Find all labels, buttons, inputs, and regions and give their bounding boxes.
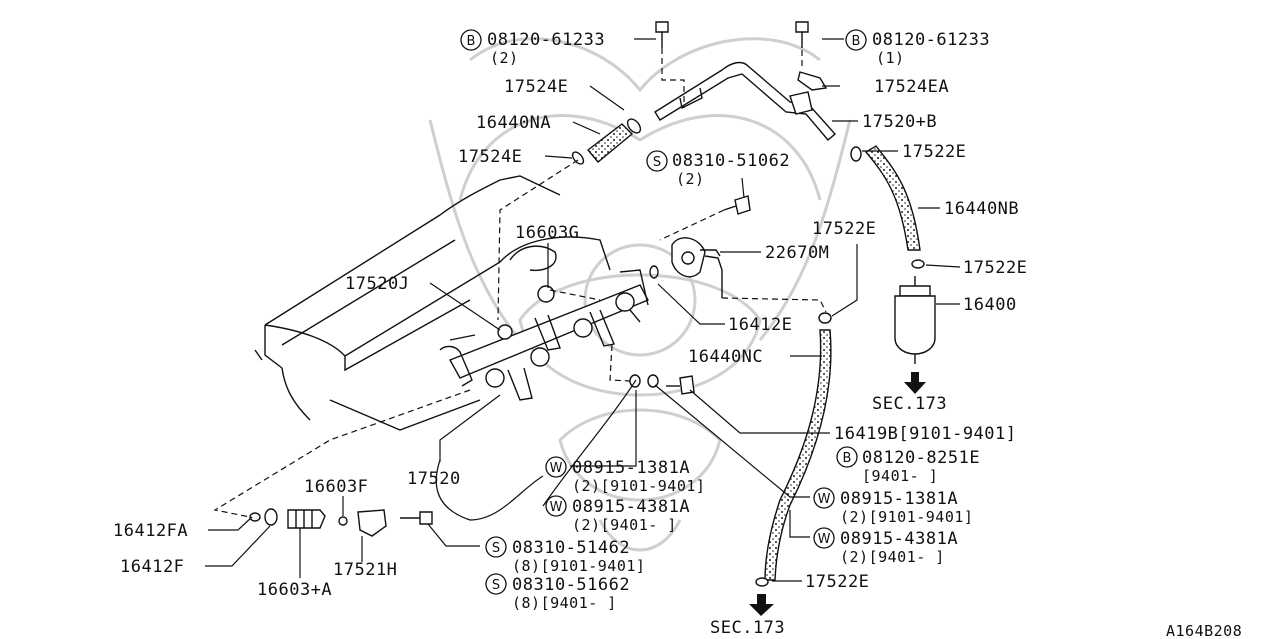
screw-marker-1: S <box>646 150 668 172</box>
hose-16440NA <box>571 118 642 165</box>
label-17524E-top: 17524E <box>504 77 568 97</box>
label-b2: 08120-61233 <box>872 30 990 50</box>
label-16419B: 16419B[9101-9401] <box>834 424 1017 444</box>
svg-text:W: W <box>550 461 563 476</box>
svg-text:S: S <box>653 155 661 170</box>
label-17522E-a: 17522E <box>902 142 966 162</box>
washer-marker-2: W <box>545 495 567 517</box>
label-s2-range: (8)[9101-9401] <box>512 557 645 575</box>
svg-text:W: W <box>818 532 831 547</box>
label-w2-range: (2)[9401- ] <box>572 516 677 534</box>
fuel-filter <box>894 276 936 394</box>
label-17521H: 17521H <box>333 560 397 580</box>
label-16412E: 16412E <box>728 315 792 335</box>
label-17520B: 17520+B <box>862 112 937 132</box>
svg-text:W: W <box>818 492 831 507</box>
svg-text:B: B <box>852 34 861 49</box>
label-b2-qty: (1) <box>876 49 905 67</box>
washer-marker-1: W <box>545 456 567 478</box>
label-16440NB: 16440NB <box>944 199 1019 219</box>
washer-marker-4: W <box>813 527 835 549</box>
pressure-regulator <box>649 237 723 298</box>
label-w1-range: (2)[9101-9401] <box>572 477 705 495</box>
svg-text:B: B <box>843 451 852 466</box>
label-sec173-b: SEC.173 <box>710 618 785 638</box>
label-s2: 08310-51462 <box>512 538 630 558</box>
fuel-feed-pipe <box>654 61 836 141</box>
label-s3-range: (8)[9401- ] <box>512 594 617 612</box>
label-17524E-mid: 17524E <box>458 147 522 167</box>
label-b3: 08120-8251E <box>862 448 980 468</box>
engine-head-outline <box>254 175 611 431</box>
label-sec173-a: SEC.173 <box>872 394 947 414</box>
svg-text:W: W <box>550 500 563 515</box>
label-s1-qty: (2) <box>676 170 705 188</box>
label-16603F: 16603F <box>304 477 368 497</box>
label-17522E-d: 17522E <box>805 572 869 592</box>
label-22670M: 22670M <box>765 243 829 263</box>
label-16603G: 16603G <box>515 223 579 243</box>
svg-text:S: S <box>492 578 500 593</box>
dashed-guides <box>213 48 827 518</box>
bolt-marker-2: B <box>845 29 867 51</box>
label-b3-range: [9401- ] <box>862 467 938 485</box>
label-16412F: 16412F <box>120 557 184 577</box>
bolt-marker-3: B <box>836 446 858 468</box>
washer-marker-3: W <box>813 487 835 509</box>
label-16412FA: 16412FA <box>113 521 188 541</box>
small-fasteners <box>629 21 809 395</box>
fuel-rail-assembly <box>439 269 649 401</box>
label-w4-range: (2)[9401- ] <box>840 548 945 566</box>
screw-marker-2: S <box>485 536 507 558</box>
label-w1: 08915-1381A <box>572 458 690 478</box>
label-16603A: 16603+A <box>257 580 332 600</box>
sensor-assembly <box>249 508 433 537</box>
label-w2: 08915-4381A <box>572 497 690 517</box>
label-17522E-c: 17522E <box>963 258 1027 278</box>
hose-16440NC <box>749 312 832 616</box>
leader-lines <box>205 38 961 582</box>
label-b1-qty: (2) <box>490 49 519 67</box>
label-17520J: 17520J <box>345 274 409 294</box>
label-16440NA: 16440NA <box>476 113 551 133</box>
label-w4: 08915-4381A <box>840 529 958 549</box>
diagram-reference-code: A164B208 <box>1166 622 1242 639</box>
label-w3-range: (2)[9101-9401] <box>840 508 973 526</box>
label-b1: 08120-61233 <box>487 30 605 50</box>
label-17524EA: 17524EA <box>874 77 949 97</box>
label-17520: 17520 <box>407 469 461 489</box>
svg-text:S: S <box>492 541 500 556</box>
label-w3: 08915-1381A <box>840 489 958 509</box>
label-16440NC: 16440NC <box>688 347 763 367</box>
bolt-marker-1: B <box>460 29 482 51</box>
hose-16440NB <box>850 145 925 269</box>
label-s3: 08310-51662 <box>512 575 630 595</box>
svg-text:B: B <box>467 34 476 49</box>
screw-marker-3: S <box>485 573 507 595</box>
label-s1: 08310-51062 <box>672 151 790 171</box>
label-16400: 16400 <box>963 295 1017 315</box>
label-17522E-b: 17522E <box>812 219 876 239</box>
